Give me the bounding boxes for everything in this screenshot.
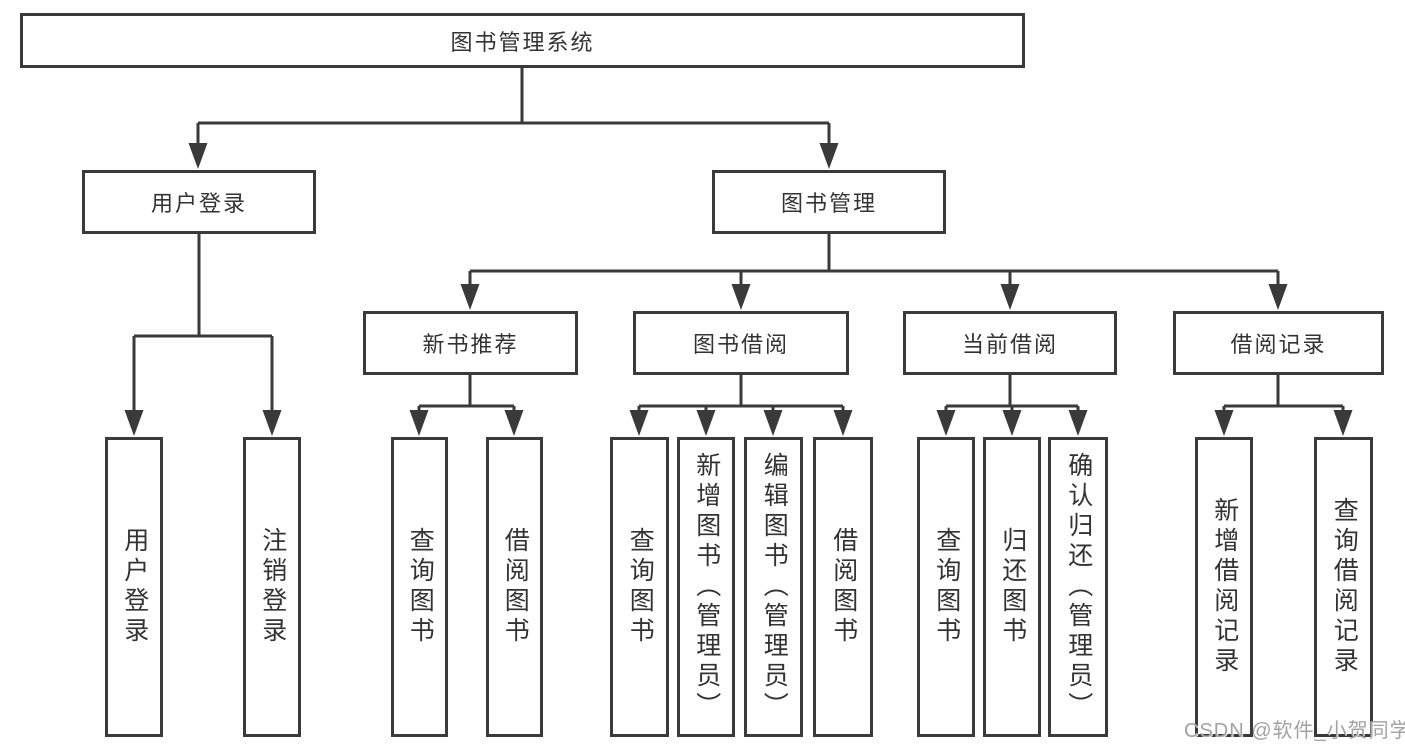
node-borrow-records-label: 借阅记录	[1230, 332, 1327, 357]
node-book-borrow-label: 图书借阅	[692, 332, 789, 357]
node-root-library-system: 图书管理系统	[20, 13, 1025, 68]
leaf-borrow-book: 借阅图书	[813, 437, 873, 737]
arrowhead	[1333, 410, 1353, 436]
leaf-rec-borrow-book: 借阅图书	[486, 437, 543, 737]
csdn-watermark: CSDN @软件_小贺同学	[1184, 720, 1405, 742]
node-current-borrow-label: 当前借阅	[961, 332, 1058, 357]
leaf-query-borrow-record: 查询借阅记录	[1314, 437, 1373, 737]
arrowhead	[1268, 284, 1288, 310]
node-borrow-records: 借阅记录	[1173, 311, 1384, 375]
leaf-query-borrow-record-label: 查询借阅记录	[1330, 497, 1359, 677]
leaf-return-book-label: 归还图书	[998, 527, 1027, 647]
connector-borrow-records-to-leaves	[1214, 375, 1353, 436]
node-book-borrow: 图书借阅	[633, 311, 849, 375]
node-new-book-rec: 新书推荐	[363, 311, 578, 375]
arrowhead	[629, 410, 649, 436]
leaf-add-borrow-record-label: 新增借阅记录	[1210, 497, 1239, 677]
arrowhead	[696, 410, 716, 436]
arrowhead	[731, 284, 751, 310]
connector-current-borrow-to-leaves	[936, 375, 1088, 436]
leaf-current-query-book-label: 查询图书	[932, 527, 961, 647]
connector-book-mgmt-to-level3	[460, 234, 1288, 310]
arrowhead	[460, 284, 480, 310]
node-new-book-rec-label: 新书推荐	[422, 332, 519, 357]
leaf-return-book: 归还图书	[983, 437, 1041, 737]
arrowhead	[409, 410, 429, 436]
arrowhead	[124, 410, 144, 436]
arrowhead	[833, 410, 853, 436]
node-user-login-branch: 用户登录	[82, 170, 316, 234]
leaf-borrow-query-book: 查询图书	[610, 437, 669, 737]
leaf-rec-query-book-label: 查询图书	[406, 527, 435, 647]
connector-root-to-level2	[188, 68, 839, 169]
arrowhead	[763, 410, 783, 436]
node-current-borrow: 当前借阅	[903, 311, 1117, 375]
node-book-mgmt-branch-label: 图书管理	[780, 191, 877, 216]
node-root-label: 图书管理系统	[450, 29, 595, 55]
arrowhead	[1002, 410, 1022, 436]
leaf-add-book-admin-label: 新增图书（管理员）	[692, 452, 721, 722]
leaf-add-book-admin: 新增图书（管理员）	[677, 437, 735, 737]
leaf-edit-book-admin: 编辑图书（管理员）	[744, 437, 803, 737]
arrowhead	[936, 410, 956, 436]
leaf-current-query-book: 查询图书	[917, 437, 975, 737]
arrowhead	[1000, 284, 1020, 310]
connector-user-login-to-leaves	[124, 234, 282, 436]
arrowhead	[262, 410, 282, 436]
arrowhead	[504, 410, 524, 436]
leaf-user-login-label: 用户登录	[120, 527, 149, 647]
node-book-mgmt-branch: 图书管理	[712, 170, 946, 234]
leaf-add-borrow-record: 新增借阅记录	[1195, 437, 1253, 737]
leaf-confirm-return-admin-label: 确认归还（管理员）	[1064, 452, 1093, 722]
connector-book-borrow-to-leaves	[629, 375, 853, 436]
leaf-confirm-return-admin: 确认归还（管理员）	[1048, 437, 1108, 737]
leaf-edit-book-admin-label: 编辑图书（管理员）	[760, 452, 789, 722]
leaf-borrow-query-book-label: 查询图书	[626, 527, 655, 647]
arrowhead	[1068, 410, 1088, 436]
arrowhead	[188, 143, 208, 169]
leaf-rec-borrow-book-label: 借阅图书	[501, 527, 530, 647]
leaf-logout-label: 注销登录	[258, 527, 287, 647]
arrowhead	[819, 143, 839, 169]
arrowhead	[1214, 410, 1234, 436]
leaf-borrow-book-label: 借阅图书	[829, 527, 858, 647]
node-user-login-branch-label: 用户登录	[150, 191, 247, 216]
leaf-rec-query-book: 查询图书	[391, 437, 448, 737]
leaf-logout: 注销登录	[243, 437, 301, 737]
leaf-user-login: 用户登录	[105, 437, 163, 737]
connector-new-book-rec-to-leaves	[409, 375, 524, 436]
